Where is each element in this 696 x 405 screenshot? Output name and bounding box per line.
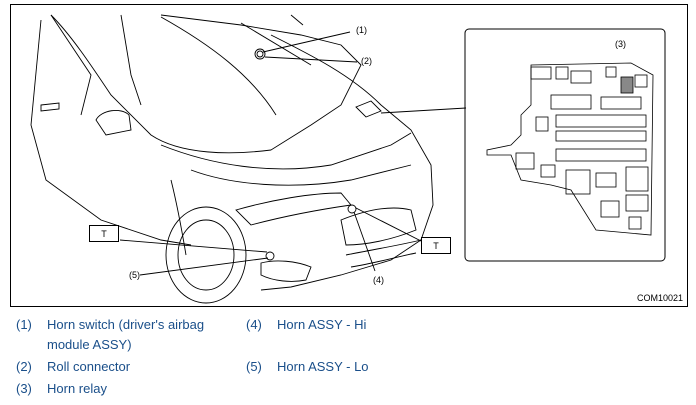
legend-text: Roll connector — [47, 359, 131, 374]
legend-item-5: (5) Horn ASSY - Lo — [246, 357, 369, 377]
callout-2: (2) — [361, 56, 372, 66]
legend-num: (3) — [16, 381, 32, 396]
tightening-torque-label-left: T — [89, 225, 119, 242]
callout-3: (3) — [615, 39, 626, 49]
legend-num: (1) — [16, 317, 32, 332]
tightening-torque-label-right: T — [421, 237, 451, 254]
diagram-figure: (1) (2) (3) (4) (5) T T COM10021 — [10, 4, 688, 307]
legend-num: (2) — [16, 359, 32, 374]
legend-item-3: (3) Horn relay — [16, 379, 107, 399]
legend-text-continued: module ASSY) — [47, 337, 132, 352]
legend-item-2: (2) Roll connector — [16, 357, 130, 377]
legend-item-1: (1) Horn switch (driver's airbag module AS… — [16, 315, 204, 355]
legend-text: Horn ASSY - Lo — [277, 359, 369, 374]
legend-num: (5) — [246, 359, 262, 374]
figure-code: COM10021 — [636, 293, 683, 303]
legend-text: Horn ASSY - Hi — [277, 317, 367, 332]
legend-text: Horn relay — [47, 381, 107, 396]
car-line-drawing — [30, 14, 666, 304]
legend-item-4: (4) Horn ASSY - Hi — [246, 315, 366, 335]
callout-1: (1) — [356, 25, 367, 35]
legend-text: Horn switch (driver's airbag — [47, 317, 205, 332]
callout-4: (4) — [373, 275, 384, 285]
callout-5: (5) — [129, 270, 140, 280]
legend-num: (4) — [246, 317, 262, 332]
